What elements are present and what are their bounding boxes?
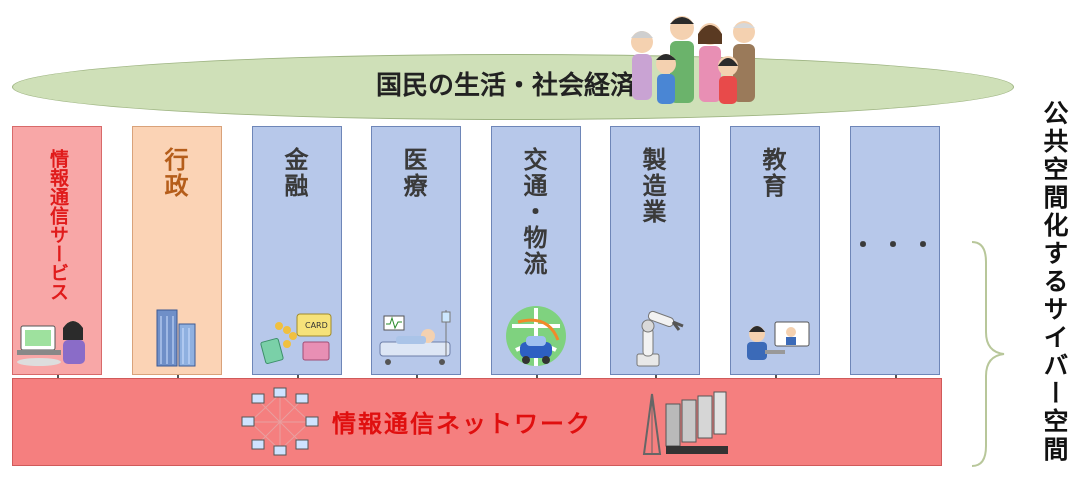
column-education: 教育 — [730, 126, 820, 375]
column-ict-services: 情報通信サービス — [12, 126, 102, 375]
svg-text:CARD: CARD — [305, 321, 328, 330]
column-label-manufacturing: 製造業 — [638, 147, 666, 225]
robot-arm-icon — [636, 310, 684, 367]
office-buildings-icon — [156, 309, 196, 367]
column-label-ict-services: 情報通信サービス — [47, 149, 69, 301]
column-label-transport-logistics: 交通・物流 — [519, 147, 547, 277]
column-manufacturing: 製造業 — [610, 126, 700, 375]
column-label-government: 行政 — [160, 147, 188, 199]
patient-in-bed-icon — [379, 310, 451, 365]
column-government: 行政 — [132, 126, 222, 375]
society-label: 国民の生活・社会経済 — [375, 71, 636, 101]
woman-at-laptop-icon — [17, 321, 85, 366]
column-label-others: ・・・ — [851, 231, 941, 259]
cards-and-coins-icon: CARD — [260, 313, 332, 365]
column-medical: 医療 — [371, 126, 461, 375]
curly-brace-icon — [971, 241, 1005, 467]
family-illustration-icon — [631, 16, 755, 104]
column-label-education: 教育 — [758, 147, 786, 199]
online-learning-icon — [747, 321, 810, 360]
column-others: ・・・ — [850, 126, 940, 375]
cyber-space-label: 公共空間化するサイバー空間 — [1040, 100, 1069, 464]
network-label: 情報通信ネットワーク — [332, 410, 592, 438]
network-nodes-icon — [241, 387, 319, 456]
column-label-finance: 金融 — [280, 147, 308, 199]
autonomous-car-map-icon — [506, 306, 566, 366]
society-ellipse — [12, 54, 1014, 120]
network-bar — [12, 378, 942, 466]
column-transport-logistics: 交通・物流 — [491, 126, 581, 375]
column-finance: 金融 CARD — [252, 126, 342, 375]
column-label-medical: 医療 — [399, 147, 427, 199]
servers-and-tower-icon — [642, 391, 728, 455]
